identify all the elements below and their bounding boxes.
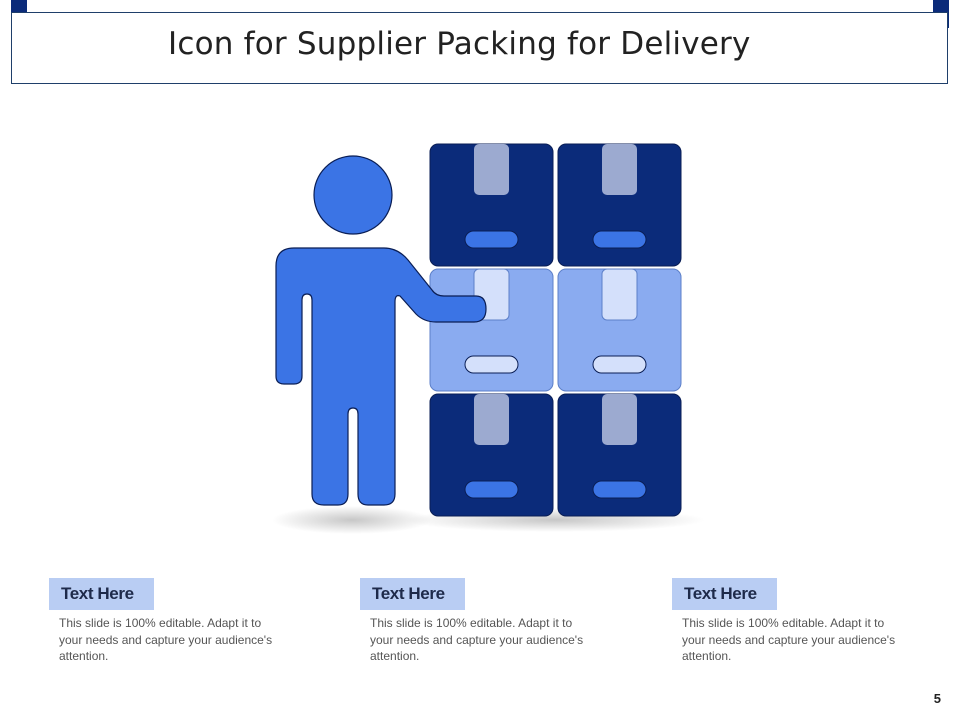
info-card-heading: Text Here bbox=[360, 578, 465, 610]
person-figure bbox=[275, 155, 487, 506]
box-middle-left bbox=[429, 268, 554, 392]
title-frame bbox=[11, 12, 948, 84]
box-bottom-right bbox=[557, 393, 682, 517]
box-top-left bbox=[429, 143, 554, 267]
person-body bbox=[275, 247, 487, 506]
person-head bbox=[313, 155, 393, 235]
info-card-2: Text Here This slide is 100% editable. A… bbox=[360, 578, 600, 665]
person-shadow bbox=[272, 506, 432, 534]
box-stack bbox=[429, 143, 682, 517]
box-middle-right bbox=[557, 268, 682, 392]
info-card-1: Text Here This slide is 100% editable. A… bbox=[49, 578, 289, 665]
info-card-heading: Text Here bbox=[49, 578, 154, 610]
info-card-text: This slide is 100% editable. Adapt it to… bbox=[370, 616, 584, 663]
info-card-heading: Text Here bbox=[672, 578, 777, 610]
box-top-right bbox=[557, 143, 682, 267]
page-number: 5 bbox=[933, 691, 941, 706]
info-card-3: Text Here This slide is 100% editable. A… bbox=[672, 578, 912, 665]
slide-title: Icon for Supplier Packing for Delivery bbox=[168, 26, 751, 62]
info-card-text: This slide is 100% editable. Adapt it to… bbox=[59, 616, 273, 663]
box-bottom-left bbox=[429, 393, 554, 517]
info-card-text: This slide is 100% editable. Adapt it to… bbox=[682, 616, 896, 663]
